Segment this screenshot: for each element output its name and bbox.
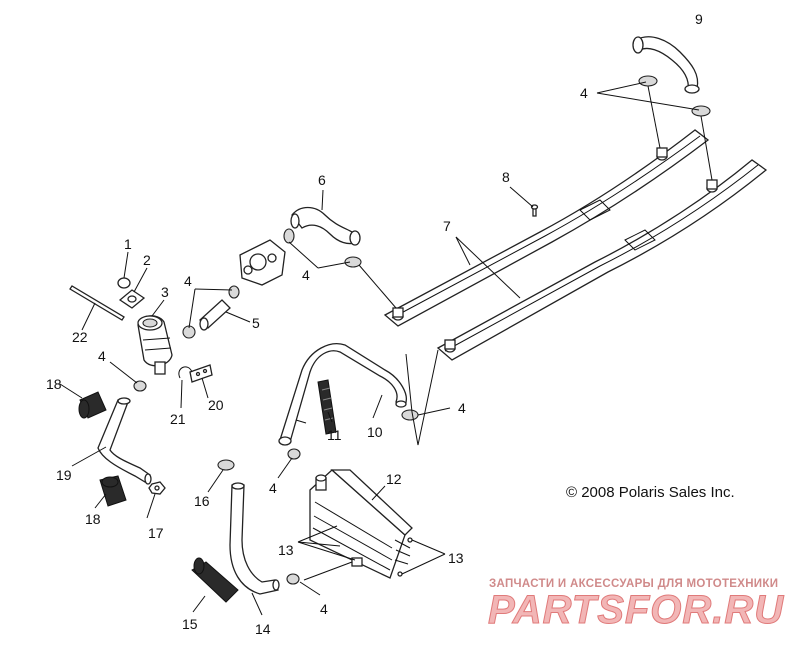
callout-17: 17 [148,525,164,541]
callout-16: 16 [194,493,210,509]
clip-part-21 [178,366,193,379]
callout-7: 7 [443,218,451,234]
sleeve-part-18-bottom [99,475,127,507]
callout-4-hose5: 4 [184,273,192,289]
callout-8: 8 [502,169,510,185]
cooler-rail-lower-part-7 [436,159,768,361]
cooler-rail-upper-part-7 [383,129,710,327]
sleeve-part-11 [317,379,337,435]
bracket-part-20 [189,364,213,383]
clamp-part-4-hose10 [287,409,419,460]
callout-4-right: 4 [458,400,466,416]
clamp-part-4-hose6 [283,228,362,268]
callout-3: 3 [161,284,169,300]
heat-exchanger-part-12 [309,469,413,579]
plate-part-2 [118,289,146,309]
housing-part-3 [137,315,173,375]
clamp-part-16 [217,459,235,471]
hose-part-9 [632,36,700,94]
sleeve-part-15 [191,557,239,603]
hose-part-14 [229,482,280,595]
callout-2: 2 [143,252,151,268]
hose-part-5 [199,299,231,331]
cap-part-1 [117,277,131,289]
callout-5: 5 [252,315,260,331]
callout-13-right: 13 [448,550,464,566]
callout-19: 19 [56,467,72,483]
callout-22: 22 [72,329,88,345]
callout-20: 20 [208,397,224,413]
callout-12: 12 [386,471,402,487]
callout-1: 1 [124,236,132,252]
callout-21: 21 [170,411,186,427]
callout-14: 14 [255,621,271,637]
leader-lines [59,81,713,616]
hose-part-19 [97,397,152,485]
callout-4-top: 4 [580,85,588,101]
hose-part-6 [290,206,361,246]
callout-18-bottom: 18 [85,511,101,527]
pump-housing [239,239,286,286]
callout-4-hose6: 4 [302,267,310,283]
callout-numbers: 9 4 8 7 6 4 4 5 1 2 3 22 4 18 20 21 19 1… [46,11,703,637]
rod-part-22 [69,285,125,321]
callout-9: 9 [695,11,703,27]
watermark-tagline: ЗАПЧАСТИ И АКСЕССУАРЫ ДЛЯ МОТОТЕХНИКИ [489,578,779,590]
clamp-part-4-bottom [286,573,300,585]
nut-part-17 [148,481,166,495]
callout-13-left: 13 [278,542,294,558]
screw-part-8 [530,204,539,217]
callout-18-top: 18 [46,376,62,392]
hose-part-10 [278,343,407,446]
callout-11: 11 [327,427,342,443]
callout-4-bottom: 4 [320,601,328,617]
callout-4-mid: 4 [269,480,277,496]
callout-6: 6 [318,172,326,188]
callout-4-left: 4 [98,348,106,364]
sleeve-part-18-top [78,391,107,419]
watermark-brand: PARTSFOR.RU [487,588,785,633]
callout-15: 15 [182,616,198,632]
clamp-part-4-hose5 [182,285,240,339]
callout-10: 10 [367,424,383,440]
copyright-notice: © 2008 Polaris Sales Inc. [566,484,735,501]
clamp-part-4-left [133,380,147,392]
